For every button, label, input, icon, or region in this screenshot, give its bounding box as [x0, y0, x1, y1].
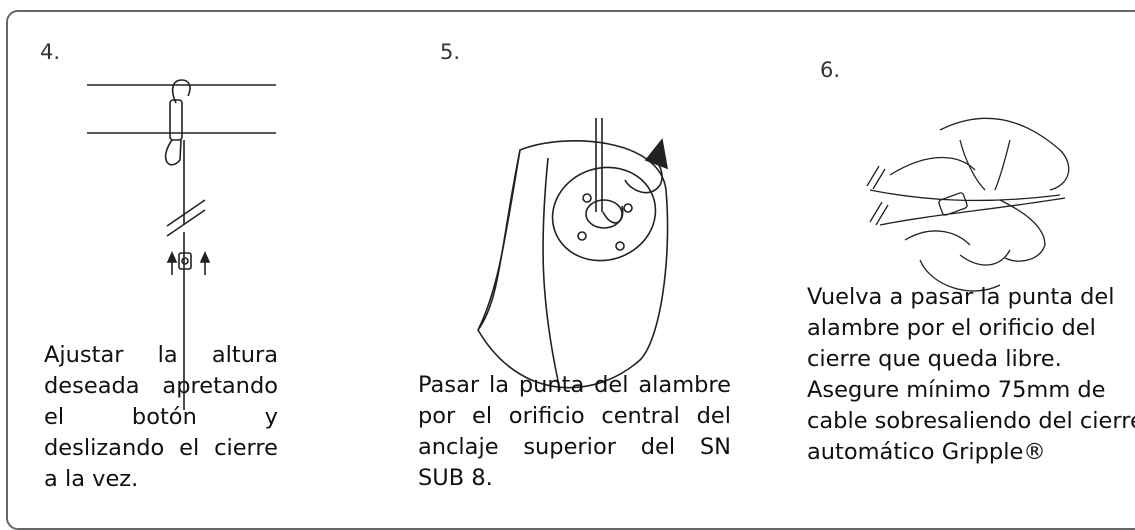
- step-5-text: Pasar la punta del alambre por el orific…: [418, 372, 731, 491]
- step-6-illustration: [866, 117, 1070, 292]
- step-6-line: Asegure mínimo 75mm de: [807, 377, 1106, 403]
- step-6-line: cierre que queda libre.: [807, 346, 1062, 372]
- step-6-line: automático Gripple®: [807, 439, 1046, 465]
- step-6-line: Vuelva a pasar la punta del: [807, 284, 1115, 310]
- illustrations: [87, 79, 1070, 410]
- step-6-text: Vuelva a pasar la punta del alambre por …: [807, 282, 1135, 468]
- step-4-illustration: [87, 79, 276, 410]
- step-4-text: Ajustar la altura deseada apretando el b…: [44, 342, 278, 492]
- step-6-line: cable sobresaliendo del cierre: [807, 408, 1135, 434]
- step-5-illustration: [477, 118, 669, 391]
- step-5-number: 5.: [440, 40, 461, 64]
- step-6-number: 6.: [820, 58, 841, 82]
- step-6-line: alambre por el orificio del: [807, 315, 1096, 341]
- step-4-number: 4.: [40, 40, 61, 64]
